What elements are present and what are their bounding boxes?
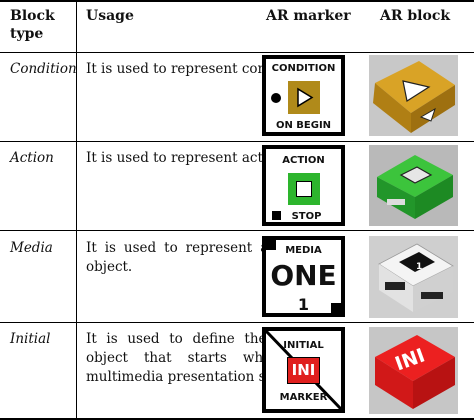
- marker-dot: [271, 93, 281, 103]
- bottom-rule: [0, 418, 474, 420]
- play-triangle-icon: [297, 87, 314, 108]
- initial-ar-block: INI: [369, 327, 458, 414]
- top-rule: [0, 0, 474, 2]
- marker-top-label: INITIAL: [283, 340, 324, 351]
- action-ar-block: [369, 145, 458, 226]
- usage-media: It is used to represent a media object.: [86, 240, 318, 275]
- header-rule: [0, 52, 474, 53]
- action-center-square: [288, 173, 320, 205]
- marker-corner-tl: [266, 240, 276, 250]
- marker-center-label: ONE: [270, 259, 337, 292]
- initial-block-render: [375, 335, 455, 409]
- media-block-render: 1: [378, 243, 454, 312]
- usage-condition: It is used to represent conditions.: [86, 61, 317, 77]
- action-marker: ACTION STOP: [262, 145, 345, 226]
- condition-ar-block: [369, 55, 458, 136]
- stop-square-icon: [296, 181, 312, 197]
- block-type-initial: Initial: [10, 331, 51, 347]
- header-ar-marker: AR marker: [266, 8, 351, 24]
- marker-corner-br: [331, 303, 341, 313]
- initial-center-square: INI: [287, 357, 320, 384]
- usage-initial: It is used to define the media object th…: [86, 331, 318, 385]
- action-block-render: [377, 155, 453, 219]
- marker-corner-square: [272, 211, 281, 220]
- header-block-type: Block type: [10, 8, 55, 42]
- block-type-condition: Condition: [10, 61, 77, 77]
- media-ar-block: 1: [369, 236, 458, 318]
- condition-marker: CONDITION ON BEGIN: [262, 55, 345, 136]
- marker-bottom-label: ON BEGIN: [275, 120, 332, 131]
- row-rule: [0, 230, 474, 231]
- column-rule: [76, 0, 77, 420]
- condition-block-render: [373, 61, 455, 133]
- marker-top-label: MEDIA: [285, 245, 322, 256]
- svg-text:1: 1: [416, 262, 422, 272]
- row-rule: [0, 141, 474, 142]
- initial-marker: INITIAL INI MARKER: [262, 327, 345, 413]
- media-marker: MEDIA ONE 1: [262, 236, 345, 317]
- marker-top-label: CONDITION: [271, 63, 336, 74]
- usage-action: It is used to represent actions.: [86, 150, 296, 166]
- row-rule: [0, 322, 474, 323]
- condition-center-square: [288, 81, 320, 114]
- header-usage: Usage: [86, 8, 134, 24]
- marker-bottom-label: MARKER: [279, 392, 328, 403]
- block-type-media: Media: [10, 240, 53, 256]
- block-type-action: Action: [10, 150, 54, 166]
- marker-bottom-label: STOP: [291, 211, 322, 222]
- header-ar-block: AR block: [380, 8, 451, 24]
- marker-center-label: INI: [291, 361, 316, 379]
- marker-bottom-label: 1: [297, 295, 310, 314]
- marker-top-label: ACTION: [282, 155, 325, 166]
